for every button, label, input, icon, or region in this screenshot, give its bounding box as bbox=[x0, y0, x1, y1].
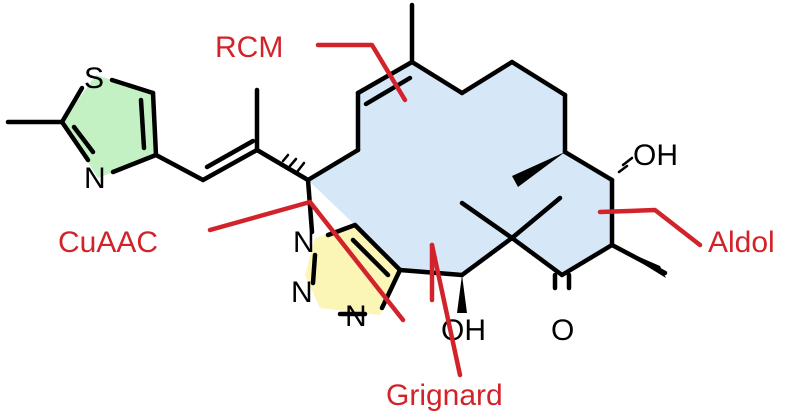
reaction-label-grignard: Grignard bbox=[386, 379, 503, 412]
bond bbox=[204, 138, 256, 170]
bond bbox=[138, 97, 147, 151]
hash-bond bbox=[617, 156, 634, 174]
atom-label-n: N bbox=[291, 276, 313, 309]
bond bbox=[509, 235, 565, 278]
bond bbox=[562, 149, 615, 183]
cuaac-leader-line bbox=[207, 199, 313, 233]
bond bbox=[110, 152, 159, 175]
cuaac-cut-mark bbox=[307, 199, 406, 323]
bond bbox=[310, 252, 318, 286]
bond bbox=[305, 177, 315, 235]
grignard-leader-line bbox=[429, 242, 463, 378]
bond bbox=[363, 75, 413, 107]
macrocycle-fill bbox=[308, 62, 612, 275]
aldol-leader-line bbox=[597, 207, 703, 248]
disconnection-annotations bbox=[207, 42, 703, 378]
wedge-bond bbox=[512, 152, 565, 187]
atom-label-n: N bbox=[345, 300, 367, 333]
hash-bond bbox=[281, 153, 306, 174]
atom-label-oh: OH bbox=[633, 139, 678, 172]
bond bbox=[71, 124, 96, 155]
atom-label-n: N bbox=[84, 162, 106, 195]
bond bbox=[305, 147, 361, 183]
reaction-label-aldol: Aldol bbox=[708, 226, 775, 259]
wedge-bond bbox=[457, 275, 467, 313]
bond bbox=[409, 59, 465, 96]
bond bbox=[559, 242, 615, 278]
bond bbox=[109, 77, 156, 96]
bond bbox=[459, 200, 515, 241]
bond bbox=[459, 59, 515, 96]
wedge-bond bbox=[612, 245, 666, 278]
atom-label-o: O bbox=[551, 314, 574, 347]
bond bbox=[509, 59, 568, 98]
bond bbox=[355, 59, 415, 96]
bond bbox=[254, 147, 311, 183]
bond bbox=[153, 152, 206, 183]
bond bbox=[59, 85, 85, 125]
atom-label-s: S bbox=[84, 62, 104, 95]
reaction-label-rcm: RCM bbox=[215, 31, 283, 64]
bond bbox=[379, 267, 403, 311]
bond bbox=[200, 147, 260, 183]
bond bbox=[150, 90, 159, 158]
rcm-leader-line bbox=[315, 42, 408, 103]
bond bbox=[509, 195, 563, 241]
atom-label-n: N bbox=[293, 226, 315, 259]
bond bbox=[352, 222, 403, 273]
reaction-label-cuaac: CuAAC bbox=[58, 226, 158, 259]
thiazole-ring-fill bbox=[62, 75, 156, 178]
bond bbox=[459, 235, 515, 278]
bond bbox=[350, 237, 391, 278]
bond bbox=[59, 119, 91, 163]
